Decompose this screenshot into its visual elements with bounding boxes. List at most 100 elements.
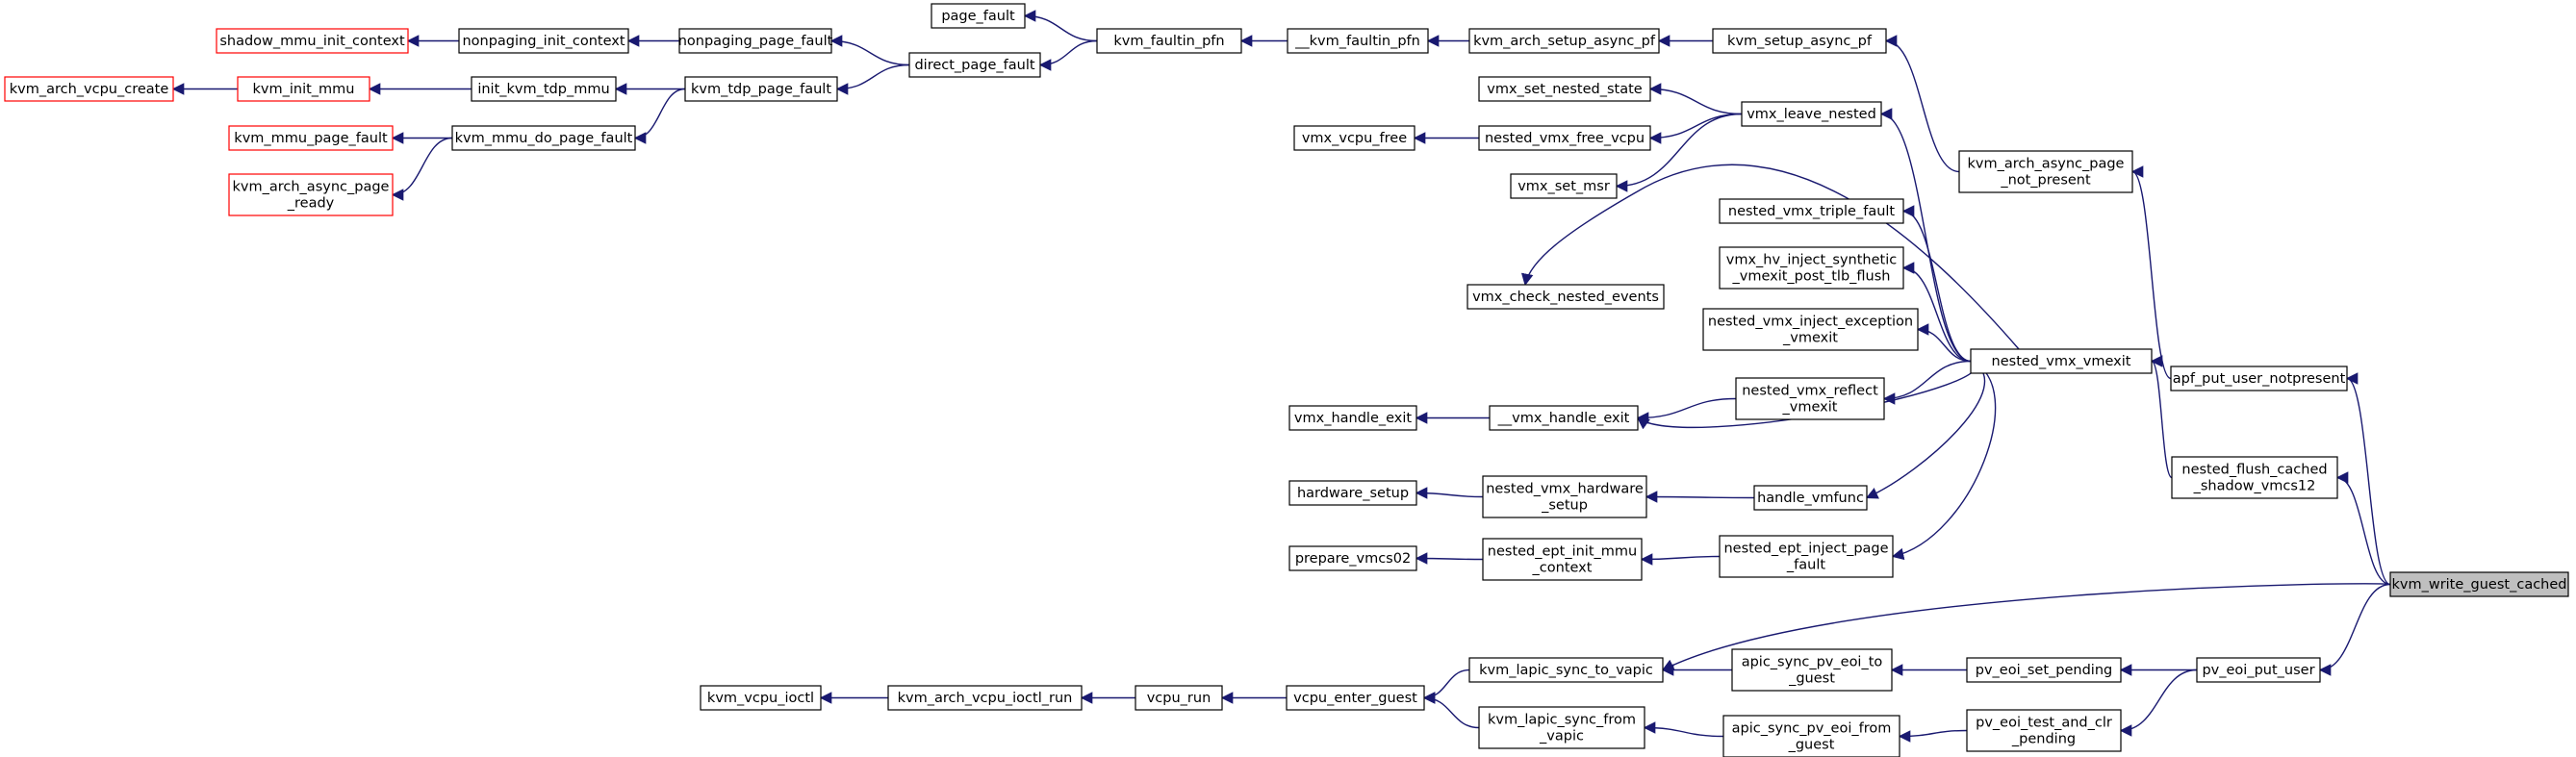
graph-node-kvm-vcpu-ioctl[interactable]: kvm_vcpu_ioctl bbox=[700, 685, 822, 711]
node-label: hardware_setup bbox=[1297, 486, 1409, 501]
graph-node-vmx-vcpu-free[interactable]: vmx_vcpu_free bbox=[1293, 125, 1416, 151]
node-label: direct_page_fault bbox=[914, 58, 1034, 73]
node-box bbox=[1966, 657, 2122, 683]
graph-node-kvm-arch-async-page-not-present[interactable]: kvm_arch_async_page_not_present bbox=[1958, 150, 2133, 193]
node-label: _setup bbox=[1541, 498, 1588, 514]
node-box bbox=[228, 173, 394, 216]
graph-node-pv-eoi-test-and-clr-pending[interactable]: pv_eoi_test_and_clr_pending bbox=[1966, 709, 2122, 752]
node-label: vmx_check_nested_events bbox=[1472, 290, 1659, 305]
graph-node-kvm-arch-setup-async-pf[interactable]: kvm_arch_setup_async_pf bbox=[1468, 28, 1660, 54]
graph-node-vmx-check-nested-events[interactable]: vmx_check_nested_events bbox=[1467, 284, 1665, 310]
node-box bbox=[228, 125, 394, 151]
graph-node-nonpaging-init-context[interactable]: nonpaging_init_context bbox=[458, 28, 629, 54]
edge-n8-n9 bbox=[835, 63, 910, 95]
node-box bbox=[1970, 348, 2153, 374]
graph-node-apic-sync-pv-eoi-from-guest[interactable]: apic_sync_pv_eoi_from_guest bbox=[1722, 715, 1900, 757]
graph-node-kvm-arch-vcpu-ioctl-run[interactable]: kvm_arch_vcpu_ioctl_run bbox=[887, 685, 1083, 711]
node-box bbox=[1288, 545, 1417, 571]
graph-node-kvm-lapic-sync-to-vapic[interactable]: kvm_lapic_sync_to_vapic bbox=[1468, 657, 1664, 683]
graph-node-apic-sync-pv-eoi-to-guest[interactable]: apic_sync_pv_eoi_to_guest bbox=[1731, 648, 1893, 692]
node-box bbox=[1510, 173, 1618, 199]
graph-node-kvm-arch-async-page-ready[interactable]: kvm_arch_async_page_ready bbox=[228, 173, 394, 216]
node-box bbox=[2389, 571, 2569, 597]
graph-node-nested-vmx-triple-fault[interactable]: nested_vmx_triple_fault bbox=[1719, 198, 1904, 224]
node-box bbox=[678, 28, 832, 54]
node-box bbox=[1735, 377, 1885, 420]
graph-node-kvm-setup-async-pf[interactable]: kvm_setup_async_pf bbox=[1712, 28, 1887, 54]
graph-node-nested-vmx-free-vcpu[interactable]: nested_vmx_free_vcpu bbox=[1478, 125, 1651, 151]
graph-node-kvm-mmu-do-page-fault[interactable]: kvm_mmu_do_page_fault bbox=[451, 125, 636, 151]
edge-n19-n21 bbox=[1648, 113, 1743, 144]
graph-node-direct-page-fault[interactable]: direct_page_fault bbox=[908, 52, 1041, 78]
graph-node-vmx-leave-nested[interactable]: vmx_leave_nested bbox=[1741, 101, 1882, 127]
graph-node-kvm-write-guest-cached[interactable]: kvm_write_guest_cached bbox=[2389, 571, 2569, 597]
node-label: kvm_arch_async_page bbox=[233, 180, 390, 195]
node-label: nested_vmx_inject_exception bbox=[1708, 315, 1913, 330]
graph-node-nested-vmx-inject-exception-vmexit[interactable]: nested_vmx_inject_exception_vmexit bbox=[1702, 308, 1919, 351]
node-label: kvm_tdp_page_fault bbox=[691, 82, 831, 97]
node-label: nested_vmx_vmexit bbox=[1992, 354, 2131, 369]
node-label: apic_sync_pv_eoi_to bbox=[1742, 655, 1883, 670]
graph-node-kvm-lapic-sync-from-vapic[interactable]: kvm_lapic_sync_from_vapic bbox=[1478, 706, 1645, 749]
graph-node-vmx-set-nested-state[interactable]: vmx_set_nested_state bbox=[1478, 76, 1651, 102]
edge-n38-n27 bbox=[1891, 360, 1997, 561]
graph-node-vcpu-run[interactable]: vcpu_run bbox=[1135, 685, 1223, 711]
graph-node-kvm-tdp-page-fault[interactable]: kvm_tdp_page_fault bbox=[684, 76, 838, 102]
graph-node-pv-eoi-set-pending[interactable]: pv_eoi_set_pending bbox=[1966, 657, 2122, 683]
graph-node-handle-vmfunc[interactable]: handle_vmfunc bbox=[1753, 485, 1868, 511]
graph-node-pv-eoi-put-user[interactable]: pv_eoi_put_user bbox=[2196, 657, 2321, 683]
node-label: vmx_hv_inject_synthetic bbox=[1726, 253, 1897, 268]
node-box bbox=[471, 76, 617, 102]
node-box bbox=[1731, 648, 1893, 692]
nodes-layer: shadow_mmu_init_context nonpaging_init_co… bbox=[4, 3, 2569, 757]
graph-node-hardware-setup[interactable]: hardware_setup bbox=[1288, 480, 1417, 506]
graph-node-vmx-set-msr[interactable]: vmx_set_msr bbox=[1510, 173, 1618, 199]
edge-n26-n27 bbox=[1916, 323, 1972, 363]
node-label: kvm_lapic_sync_from bbox=[1488, 713, 1636, 728]
graph-node-nested-vmx-vmexit[interactable]: nested_vmx_vmexit bbox=[1970, 348, 2153, 374]
node-label: pv_eoi_put_user bbox=[2202, 663, 2314, 678]
node-box bbox=[458, 28, 629, 54]
node-box bbox=[1468, 28, 1660, 54]
node-label: _pending bbox=[2011, 732, 2076, 747]
graph-node-prepare-vmcs02[interactable]: prepare_vmcs02 bbox=[1288, 545, 1417, 571]
node-label: nonpaging_page_fault bbox=[678, 34, 833, 49]
graph-node-init-kvm-tdp-mmu[interactable]: init_kvm_tdp_mmu bbox=[471, 76, 617, 102]
graph-node-nested-vmx-hardware-setup[interactable]: nested_vmx_hardware_setup bbox=[1482, 475, 1647, 518]
edge-n20-n21 bbox=[1615, 113, 1743, 192]
edge-n4-n10 bbox=[1023, 10, 1098, 42]
graph-node-nested-vmx-reflect-vmexit[interactable]: nested_vmx_reflect_vmexit bbox=[1735, 377, 1885, 420]
node-label: kvm_mmu_page_fault bbox=[234, 131, 388, 146]
graph-node-nested-ept-init-mmu-context[interactable]: nested_ept_init_mmu_context bbox=[1482, 538, 1643, 581]
graph-node-nonpaging-page-fault[interactable]: nonpaging_page_fault bbox=[678, 28, 833, 54]
edge-n36-n37 bbox=[1415, 552, 1484, 565]
graph-node-vmx-hv-inject-synthetic-vmexit-post-tlb-flush[interactable]: vmx_hv_inject_synthetic_vmexit_post_tlb_… bbox=[1719, 246, 1904, 290]
graph-node-kvm-mmu-page-fault[interactable]: kvm_mmu_page_fault bbox=[228, 125, 394, 151]
node-label: vcpu_run bbox=[1147, 691, 1211, 706]
graph-node-nested-ept-inject-page-fault[interactable]: nested_ept_inject_page_fault bbox=[1719, 535, 1894, 578]
edge-n24-n27 bbox=[1901, 262, 1972, 363]
edge-n23-n27 bbox=[1901, 205, 1972, 363]
graph-node--vmx-handle-exit[interactable]: __vmx_handle_exit bbox=[1489, 405, 1639, 431]
graph-node-page-fault[interactable]: page_fault bbox=[931, 3, 1026, 29]
graph-node-kvm-arch-vcpu-create[interactable]: kvm_arch_vcpu_create bbox=[4, 76, 174, 102]
graph-node--kvm-faultin-pfn[interactable]: __kvm_faultin_pfn bbox=[1287, 28, 1429, 54]
node-box bbox=[1478, 76, 1651, 102]
node-label: __kvm_faultin_pfn bbox=[1294, 34, 1420, 49]
node-box bbox=[2196, 657, 2321, 683]
node-label: _vapic bbox=[1539, 729, 1584, 744]
graph-node-apf-put-user-notpresent[interactable]: apf_put_user_notpresent bbox=[2170, 366, 2348, 391]
graph-node-vmx-handle-exit[interactable]: vmx_handle_exit bbox=[1288, 405, 1417, 431]
node-label: nested_vmx_reflect bbox=[1742, 384, 1878, 399]
graph-node-kvm-faultin-pfn[interactable]: kvm_faultin_pfn bbox=[1096, 28, 1242, 54]
graph-node-kvm-init-mmu[interactable]: kvm_init_mmu bbox=[237, 76, 370, 102]
graph-node-nested-flush-cached-shadow-vmcs12[interactable]: nested_flush_cached_shadow_vmcs12 bbox=[2171, 456, 2338, 499]
node-box bbox=[931, 3, 1026, 29]
graph-node-shadow-mmu-init-context[interactable]: shadow_mmu_init_context bbox=[216, 28, 409, 54]
node-label: pv_eoi_set_pending bbox=[1976, 663, 2112, 678]
node-box bbox=[1478, 706, 1645, 749]
edge-n47-n40 bbox=[1422, 669, 1470, 704]
node-box bbox=[1096, 28, 1242, 54]
graph-node-vcpu-enter-guest[interactable]: vcpu_enter_guest bbox=[1286, 685, 1425, 711]
edge-n17-n21 bbox=[1648, 83, 1743, 115]
